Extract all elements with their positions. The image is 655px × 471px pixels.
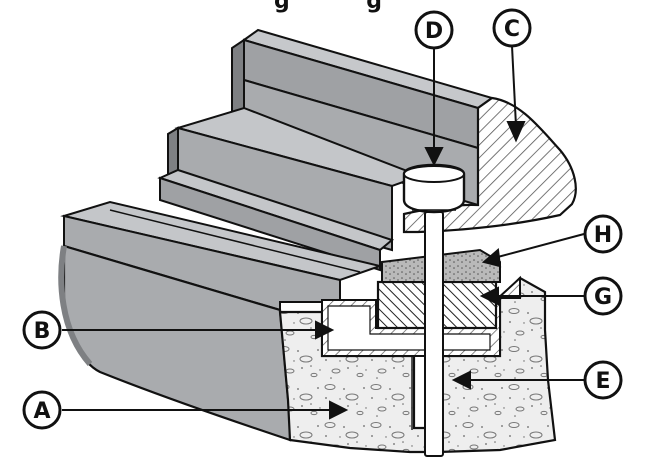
leader-lines <box>62 45 585 420</box>
callout-e-label: E <box>595 369 610 394</box>
callout-a-label: A <box>33 399 50 424</box>
callout-b: B <box>22 310 62 350</box>
callout-g-label: G <box>594 285 612 310</box>
cap-d <box>402 163 466 214</box>
callout-d-label: D <box>425 19 443 44</box>
callout-h: H <box>583 214 623 254</box>
callout-e: E <box>583 360 623 400</box>
lower-step <box>157 168 395 272</box>
callout-b-label: B <box>34 319 51 344</box>
bottom-slab <box>58 200 384 442</box>
callout-c: C <box>492 8 532 48</box>
callout-h-label: H <box>594 223 612 248</box>
callout-a: A <box>22 390 62 430</box>
diagram-title-partial: g g <box>274 0 382 14</box>
callout-c-label: C <box>504 17 520 42</box>
callout-g: G <box>583 276 623 316</box>
section-a-concrete <box>278 276 557 454</box>
callout-d: D <box>414 10 454 50</box>
